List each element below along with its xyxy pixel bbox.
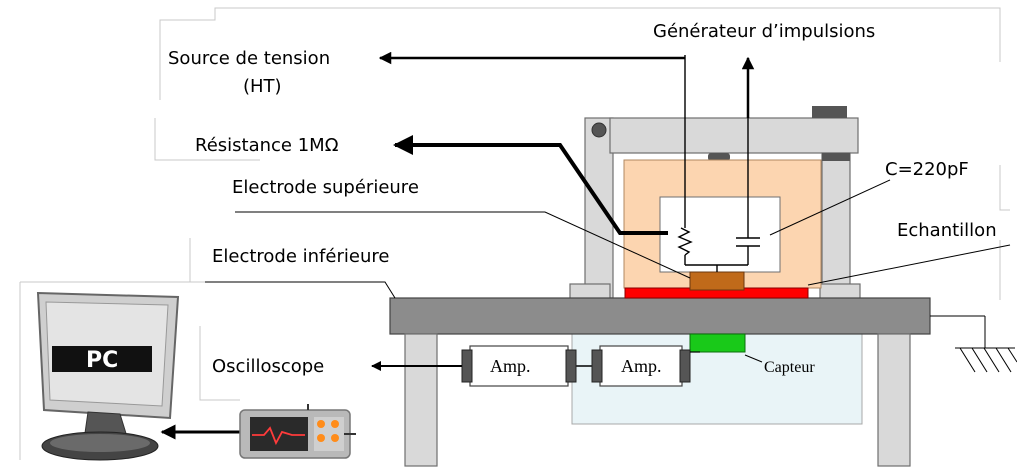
support-frame <box>569 117 861 301</box>
bracket <box>822 153 850 161</box>
label-resistance: Résistance 1MΩ <box>195 135 339 156</box>
frame-lines <box>19 7 1010 460</box>
label-source-tension: Source de tension <box>168 48 330 69</box>
clamp-block <box>812 106 847 118</box>
oscilloscope-device-icon <box>239 404 356 459</box>
label-electrode-sup: Electrode supérieure <box>232 177 419 198</box>
label-source-tension-ht: (HT) <box>243 76 282 97</box>
amp2-box <box>599 345 683 387</box>
capteur-leader <box>744 354 763 363</box>
label-oscilloscope: Oscilloscope <box>212 356 324 377</box>
table-legs <box>404 333 911 467</box>
label-amp2: Amp. <box>621 356 662 376</box>
upper-electrode <box>689 271 745 291</box>
label-capteur: Capteur <box>764 359 815 376</box>
label-electrode-inf: Electrode inférieure <box>212 246 389 267</box>
base-plate <box>389 297 931 335</box>
pc-label-box <box>52 346 152 372</box>
label-capacitor: C=220pF <box>885 159 969 180</box>
arrow-resistance <box>393 135 668 235</box>
amp-chain <box>371 345 700 387</box>
top-bolt <box>708 153 730 161</box>
label-pc: PC <box>86 348 118 373</box>
label-generateur: Générateur d’impulsions <box>653 21 875 42</box>
leader-lines <box>205 179 1011 299</box>
sensor-capteur <box>689 333 746 353</box>
chamber-interior <box>659 196 781 273</box>
ground-icon <box>930 315 1017 373</box>
pivot-knob <box>591 122 607 138</box>
monitor-icon <box>36 291 180 461</box>
label-amp1: Amp. <box>490 356 531 376</box>
label-echantillon: Echantillon <box>897 220 997 241</box>
